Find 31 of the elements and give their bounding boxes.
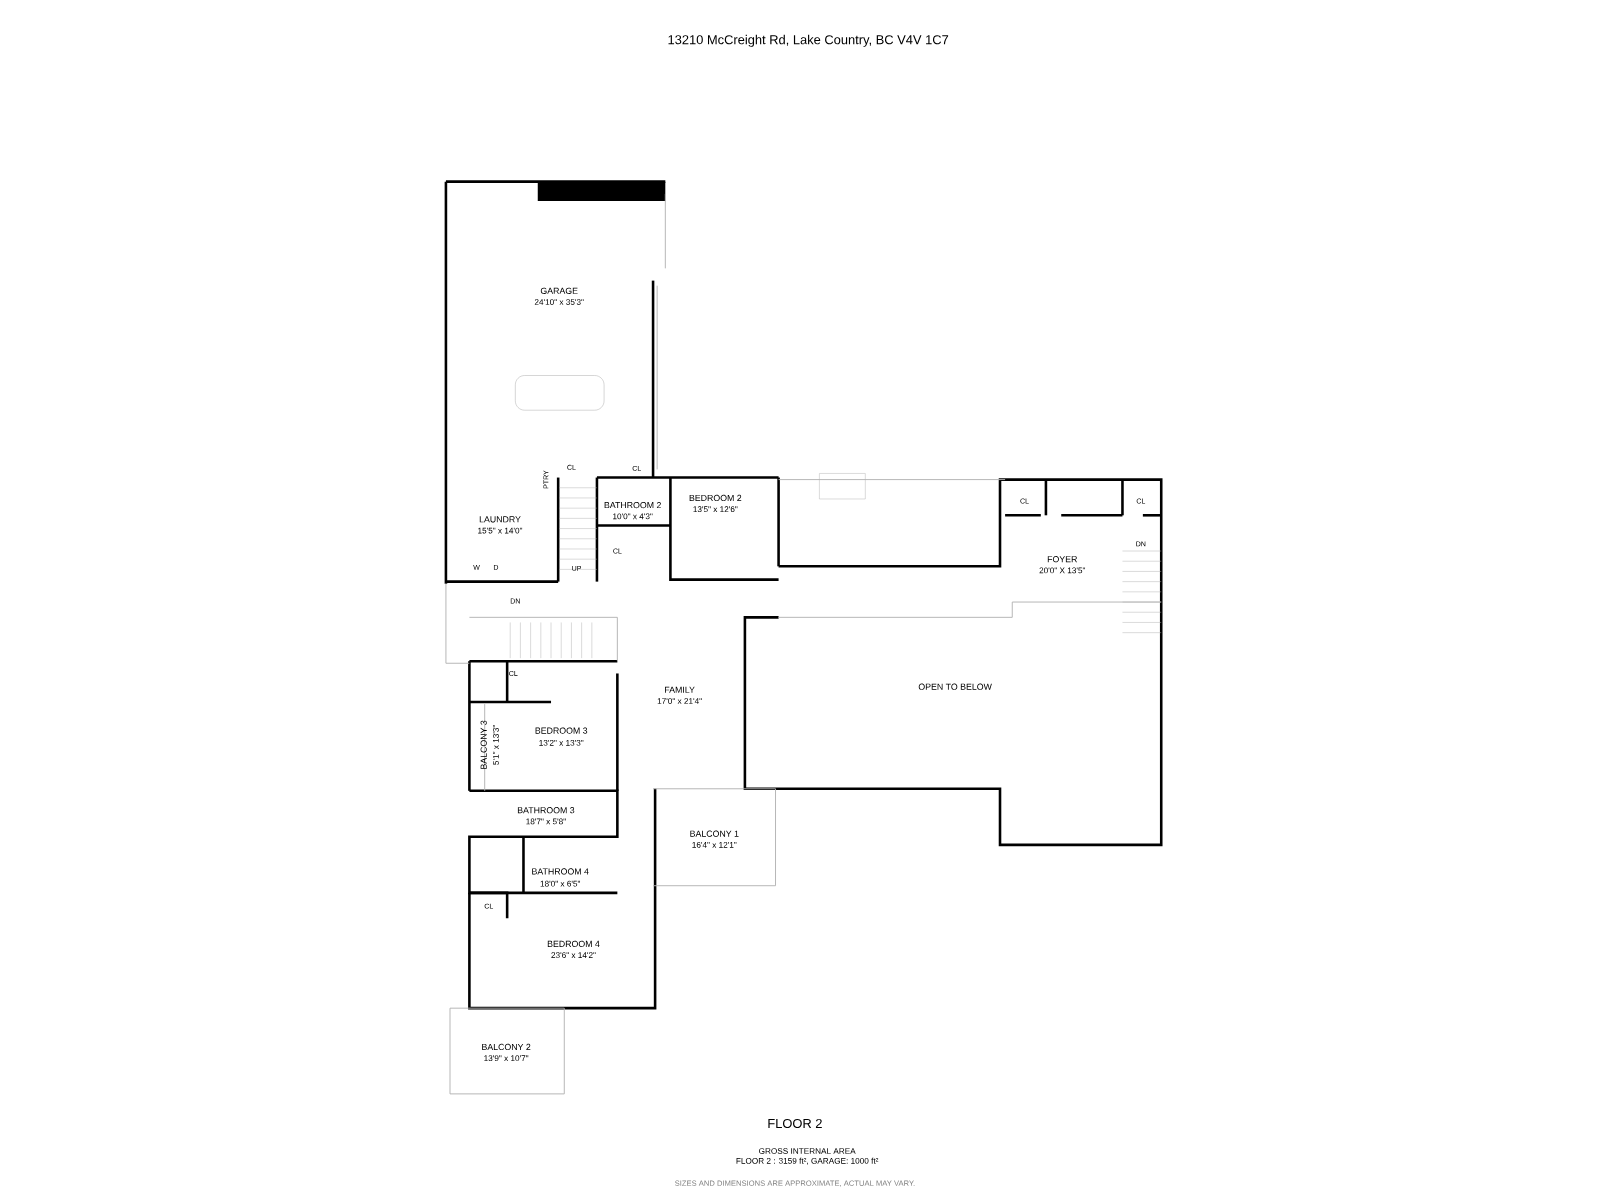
room-label: BALCONY 2: [482, 1043, 531, 1051]
room-dimensions: 16'4" x 12'1": [692, 842, 737, 848]
address-title: 13210 McCreight Rd, Lake Country, BC V4V 1C7: [668, 34, 949, 47]
room-dimensions: 18'0" x 6'5": [540, 880, 581, 887]
room-label: GARAGE: [540, 287, 578, 294]
room-dimensions: 10'0" x 4'3": [613, 513, 653, 520]
room-label: BEDROOM 4: [547, 940, 600, 947]
room-label: BALCONY 1: [690, 830, 739, 837]
room-dimensions: 24'10" x 35'3": [534, 299, 584, 305]
area-note: GROSS INTERNAL AREA: [759, 1148, 856, 1154]
room-label: BALCONY 3: [480, 720, 487, 769]
room-dimensions: 17'0" x 21'4": [657, 698, 702, 704]
room-dimensions: 20'0" X 13'5": [1039, 567, 1086, 574]
room-label: FAMILY: [665, 686, 695, 693]
floor-title: FLOOR 2: [768, 1118, 822, 1129]
room-label: BEDROOM 3: [535, 727, 588, 734]
room-dimensions: 13'5" x 12'6": [693, 506, 738, 513]
room-dimensions: 18'7" x 5'8": [526, 818, 566, 825]
room-label: OPEN TO BELOW: [918, 683, 992, 690]
room-dimensions: 13'2" x 13'3": [539, 739, 584, 746]
room-label: LAUNDRY: [479, 516, 521, 523]
room-dimensions: 23'6" x 14'2": [551, 952, 596, 958]
room-dimensions: 5'1" x 13'3": [493, 725, 499, 765]
room-label: BEDROOM 2: [689, 494, 742, 502]
room-dimensions: 15'5" x 14'0": [478, 527, 523, 534]
room-label: BATHROOM 4: [532, 868, 589, 875]
room-label: BATHROOM 3: [517, 807, 575, 814]
room-label: FOYER: [1047, 556, 1077, 563]
room-dimensions: 13'9" x 10'7": [484, 1055, 529, 1062]
area-note: FLOOR 2 : 3159 ft², GARAGE: 1000 ft²: [736, 1157, 879, 1165]
room-label: BATHROOM 2: [604, 502, 661, 509]
